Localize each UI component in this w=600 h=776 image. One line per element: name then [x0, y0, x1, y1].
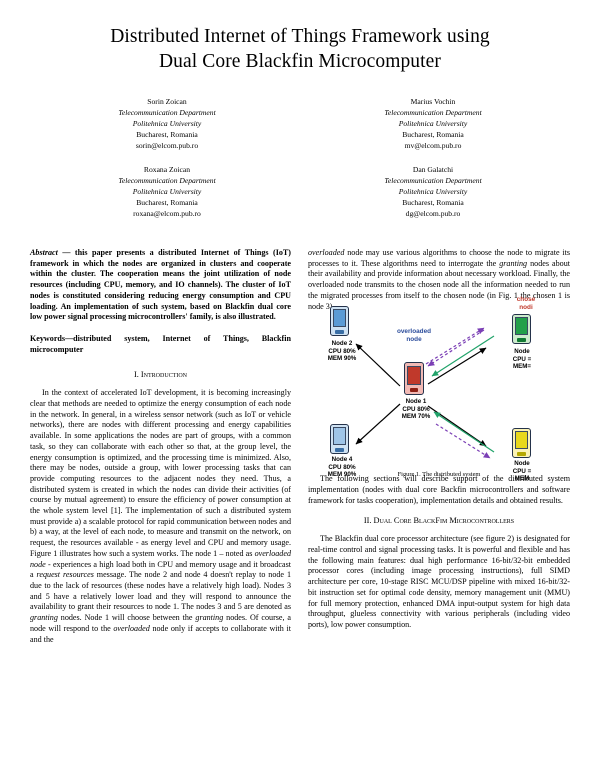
author-city: Bucharest, Romania: [136, 198, 198, 207]
author-department: Telecommunication Department: [118, 176, 216, 185]
body-columns: Abstract — this paper presents a distrib…: [0, 248, 600, 653]
author-entry: Marius Vochin Telecommunication Departme…: [300, 96, 566, 151]
node-label-node1: Node 1 CPU 80% MEM 70%: [401, 398, 431, 421]
node-label-node5: Node CPU = MEM: [512, 460, 532, 483]
page-title: Distributed Internet of Things Framework…: [0, 0, 600, 74]
right-text-a: node may use various algorithms to choos…: [308, 248, 570, 268]
author-entry: Dan Galatchi Telecommunication Departmen…: [300, 164, 566, 219]
author-column-left: Sorin Zoican Telecommunication Departmen…: [34, 96, 300, 232]
figure-1-caption: Figure 1. The distributed system: [397, 471, 481, 479]
author-university: Politehnica University: [132, 119, 202, 128]
arrow-request-node4: [355, 403, 401, 445]
author-name: Dan Galatchi: [412, 165, 454, 174]
device-node3: [512, 314, 531, 345]
node-label-node3: Node CPU = MEM=: [512, 348, 532, 371]
right-paragraph-3: The Blackfin dual core processor archite…: [308, 534, 570, 629]
intro-text-d: nodes. Node 1 will choose between the: [57, 613, 196, 623]
author-name: Sorin Zoican: [147, 97, 187, 106]
author-email: roxana@elcom.pub.ro: [133, 209, 201, 218]
intro-em-overloaded: overloaded: [113, 623, 150, 633]
intro-text-b: - experiences a high load both in CPU an…: [30, 559, 291, 580]
author-university: Politehnica University: [132, 187, 202, 196]
author-email: sorin@elcom.pub.ro: [135, 141, 199, 150]
author-department: Telecommunication Department: [384, 176, 482, 185]
author-entry: Roxana Zoican Telecommunication Departme…: [34, 164, 300, 219]
author-name: Roxana Zoican: [143, 165, 191, 174]
intro-text-a: In the context of accelerated IoT develo…: [30, 388, 291, 558]
author-email: dg@elcom.pub.ro: [405, 209, 461, 218]
device-screen: [515, 317, 528, 335]
author-department: Telecommunication Department: [384, 108, 482, 117]
title-line-2: Dual Core Blackfin Microcomputer: [158, 51, 442, 72]
device-node4: [330, 424, 349, 455]
device-screen: [515, 431, 528, 449]
arrow-migrate-node5: [435, 423, 491, 459]
author-block: Sorin Zoican Telecommunication Departmen…: [0, 96, 600, 232]
section-heading-dual-core: II. Dual Core BlackFim Microcontrollers: [363, 516, 515, 526]
title-line-1: Distributed Internet of Things Framework…: [110, 26, 490, 47]
abstract-lead: Abstract: [30, 248, 58, 257]
right-em-overloaded: overloaded: [308, 248, 345, 257]
figure-1-canvas: Node 2 CPU 80% MEM 90% overloaded node N…: [308, 296, 570, 482]
intro-em-granting-2: granting: [195, 613, 224, 623]
author-university: Politehnica University: [398, 119, 468, 128]
device-screen: [333, 427, 346, 445]
arrow-grant-node3: [431, 335, 495, 377]
right-continuation-paragraph: overloaded node may use various algorith…: [308, 248, 570, 312]
device-node5: [512, 428, 531, 459]
right-em-granting: granting: [499, 258, 528, 268]
device-button: [517, 337, 526, 342]
author-name: Marius Vochin: [410, 97, 456, 106]
arrow-migrate-in: [427, 329, 485, 367]
figure-1: Node 2 CPU 80% MEM 90% overloaded node N…: [308, 296, 570, 482]
author-city: Bucharest, Romania: [402, 198, 464, 207]
intro-text-f: node only if accepts to collaborate with…: [30, 623, 291, 644]
author-city: Bucharest, Romania: [136, 130, 198, 139]
right-paragraph-2: The following sections will describe sup…: [308, 474, 570, 505]
abstract-text: this paper presents a distributed Intern…: [30, 248, 291, 322]
node-label-node4: Node 4 CPU 80% MEM 90%: [327, 456, 357, 479]
label-overloaded-node: overloaded node: [396, 328, 432, 344]
device-button: [335, 329, 344, 334]
author-column-right: Marius Vochin Telecommunication Departme…: [300, 96, 566, 232]
author-department: Telecommunication Department: [118, 108, 216, 117]
arrow-request-node3: [427, 347, 487, 385]
device-button: [517, 451, 526, 456]
arrow-grant-node5: [433, 411, 495, 453]
device-screen: [333, 309, 346, 327]
figure-1-arrows: [355, 327, 495, 459]
arrow-migrate-out: [425, 327, 485, 365]
intro-paragraph: In the context of accelerated IoT develo…: [30, 388, 291, 645]
abstract-dash: —: [57, 248, 75, 257]
author-university: Politehnica University: [398, 187, 468, 196]
device-button: [409, 388, 419, 393]
author-email: mv@elcom.pub.ro: [404, 141, 462, 150]
intro-em-granting-1: granting: [30, 613, 58, 623]
label-chosen-node: chose nodi: [516, 296, 536, 312]
intro-text-e: nodes. Of course, a node will respond to…: [30, 613, 292, 633]
section-heading-introduction: I. Introduction: [133, 370, 187, 380]
device-screen: [407, 365, 421, 385]
author-entry: Sorin Zoican Telecommunication Departmen…: [34, 96, 300, 151]
device-node1: [404, 362, 424, 396]
intro-em-overloaded-node: overloaded node: [30, 548, 291, 569]
right-text-b: nodes about their availability and provi…: [308, 258, 570, 311]
author-city: Bucharest, Romania: [402, 130, 464, 139]
column-right: overloaded node may use various algorith…: [308, 248, 570, 653]
column-left: Abstract — this paper presents a distrib…: [30, 248, 291, 653]
intro-text-c: message. The node 2 and node 4 doesn't r…: [30, 570, 292, 612]
intro-em-request-resources: request resources: [36, 570, 94, 580]
device-button: [335, 447, 344, 452]
device-node2: [330, 306, 349, 337]
keywords-paragraph: Keywords—distributed system, Internet of…: [30, 333, 291, 354]
arrow-request-node2: [355, 343, 401, 387]
node-label-node2: Node 2 CPU 80% MEM 90%: [327, 340, 357, 363]
abstract-paragraph: Abstract — this paper presents a distrib…: [30, 248, 291, 323]
